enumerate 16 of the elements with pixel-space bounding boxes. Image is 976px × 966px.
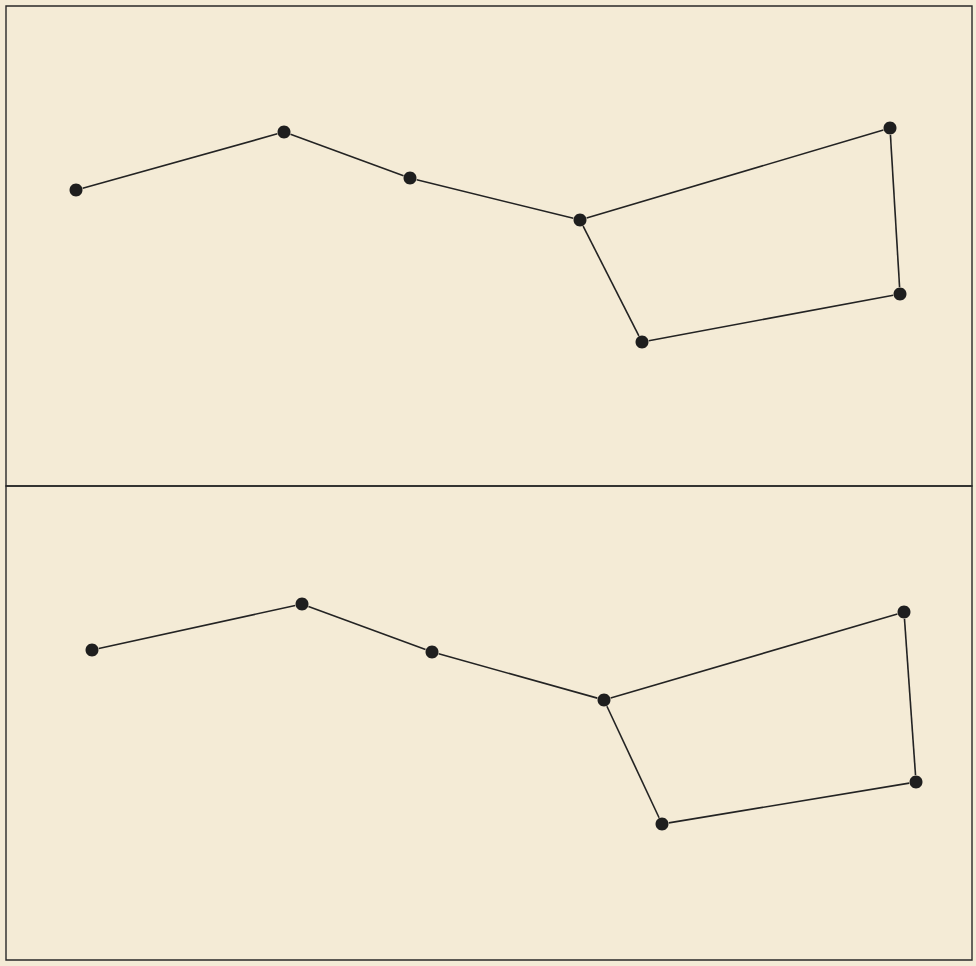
connecting-line bbox=[307, 605, 427, 651]
connecting-line bbox=[437, 653, 599, 699]
connecting-line bbox=[415, 178, 575, 220]
connecting-line bbox=[609, 613, 899, 699]
connecting-line bbox=[889, 134, 901, 288]
connecting-line bbox=[582, 225, 640, 337]
connecting-line bbox=[903, 618, 917, 776]
connecting-line bbox=[648, 294, 894, 342]
connecting-line bbox=[97, 604, 297, 650]
panel-frame bbox=[5, 485, 973, 961]
connecting-line bbox=[585, 129, 885, 219]
connecting-line bbox=[289, 133, 405, 177]
connecting-line bbox=[668, 782, 910, 824]
panel-frame bbox=[5, 5, 973, 487]
connecting-line bbox=[606, 705, 660, 819]
connecting-line bbox=[81, 133, 279, 189]
